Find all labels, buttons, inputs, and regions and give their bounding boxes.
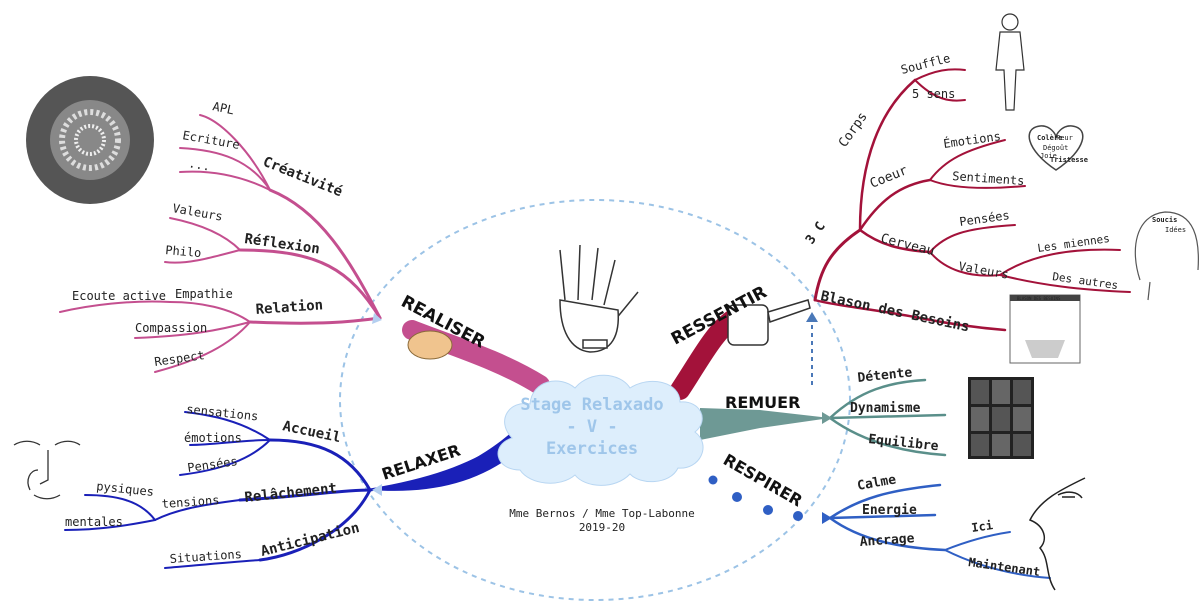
arrow-head-icon (806, 312, 818, 322)
blason-title: BLASON DES BESOINS (1017, 296, 1061, 301)
heart-word-degout: Dégoût (1043, 144, 1068, 152)
flower-petals (59, 109, 121, 171)
head-outline-icon (1134, 211, 1199, 301)
arrow-head-icon (372, 313, 382, 324)
item-pysiques: pysiques (96, 479, 155, 499)
open-hand-icon (559, 244, 639, 353)
topic-3c: 3 C (803, 219, 829, 247)
branch-title-respirer: RESPIRER (720, 450, 806, 510)
topic-relachement: Relâchement (244, 480, 338, 506)
heart-word-peur: Peur (1056, 134, 1073, 142)
item-energie: Energie (862, 503, 917, 518)
brush-hand-icon (407, 330, 453, 360)
item-pensees-r: Pensées (186, 454, 238, 475)
respirer-sub-branches (828, 483, 1051, 579)
head-word-idees: Idées (1165, 226, 1186, 234)
topic-corps: Corps (836, 110, 871, 151)
heart-word-colere: Colère (1037, 134, 1062, 142)
dashed-cycle-circle (339, 199, 851, 601)
center-title-line1: Stage Relaxado (520, 395, 663, 415)
item-philo: Philo (165, 243, 202, 260)
item-compassion: Compassion (135, 321, 207, 335)
arrow-head-icon (822, 412, 832, 424)
topic-anticipation: Anticipation (259, 520, 361, 560)
item-detente: Détente (857, 365, 913, 386)
item-respect: Respect (153, 348, 205, 369)
item-dynamisme: Dynamisme (850, 401, 921, 416)
item-tensions: tensions (161, 493, 220, 511)
item-ancrage: Ancrage (859, 531, 915, 550)
item-maintenant: Maintenant (968, 555, 1041, 579)
item-mentales: mentales (65, 515, 123, 529)
face-profile-icon (1028, 477, 1086, 591)
branch-title-remuer: REMUER (725, 393, 800, 412)
arrow-head-icon (822, 512, 832, 524)
topic-blason: Blason des Besoins (819, 288, 971, 335)
authors-label: Mme Bernos / Mme Top-Labonne (509, 507, 694, 520)
heart-word-tristesse: Tristesse (1050, 156, 1088, 164)
item-emotions: Émotions (942, 128, 1001, 151)
head-word-soucis: Soucis (1152, 216, 1177, 224)
item-ecoute-active: Ecoute active (72, 289, 166, 303)
body-figure-icon (995, 13, 1025, 111)
branch-ressentir (670, 68, 1131, 400)
center-cloud (497, 374, 704, 486)
item-5-sens: 5 sens (912, 87, 955, 101)
item-emotions-r: émotions (184, 431, 242, 445)
eye-icon (1057, 491, 1083, 499)
item-apl: APL (211, 99, 235, 117)
topic-creativite: Créativité (261, 154, 345, 200)
remuer-arrow (700, 408, 830, 440)
pointing-hand-icon (727, 299, 811, 346)
item-pensees-c: Pensées (958, 208, 1010, 229)
heart-icon (1028, 125, 1084, 171)
relaxed-face-icon (13, 440, 81, 500)
blason-shield-icon (1025, 340, 1065, 358)
item-ellipsis: ... (187, 156, 211, 174)
branch-remuer (828, 378, 947, 457)
item-souffle: Souffle (899, 51, 951, 77)
item-equilibre: Equilibre (868, 432, 940, 454)
topic-relation: Relation (255, 297, 323, 318)
center-title-line2: - V - (566, 417, 617, 437)
heart-word-joie: Joie (1040, 152, 1057, 160)
item-valeurs-c: Valeurs (957, 259, 1009, 282)
item-sentiments: Sentiments (952, 169, 1025, 188)
item-ici: Ici (970, 518, 993, 535)
item-empathie: Empathie (175, 287, 233, 301)
year-label: 2019-20 (579, 521, 625, 534)
arrow-head-icon (372, 484, 382, 496)
center-title-line3: Exercices (546, 439, 638, 459)
item-sensations: sensations (186, 402, 259, 423)
yoga-poses-image (968, 377, 1034, 459)
topic-cerveau: Cerveau (879, 231, 936, 259)
blason-header-bar (1010, 295, 1080, 301)
flower-center (74, 124, 106, 156)
item-situations: Situations (169, 547, 242, 566)
item-calme: Calme (856, 472, 897, 494)
